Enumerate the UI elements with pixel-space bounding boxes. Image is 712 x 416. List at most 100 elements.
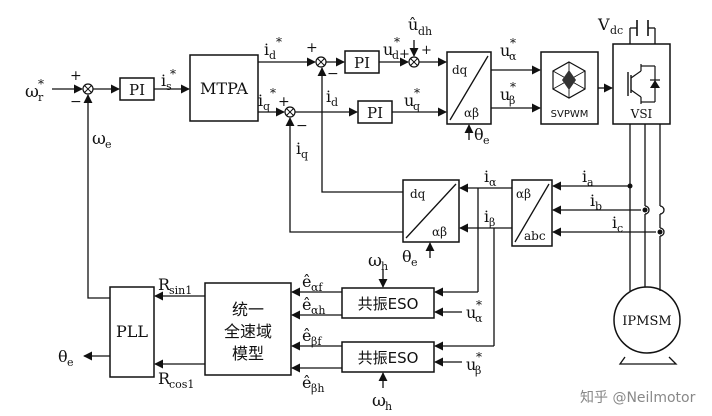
svg-text:e: e — [105, 138, 112, 151]
svg-text:i: i — [264, 40, 269, 59]
svg-text:û: û — [408, 15, 418, 34]
svg-text:h: h — [385, 400, 392, 413]
label-r-cos: R cos1 — [158, 369, 194, 391]
label-ubeta-ref: u β * — [500, 80, 516, 107]
svg-text:a: a — [587, 176, 594, 189]
sign-ud-plus: + — [399, 47, 410, 62]
watermark-text: 知乎 @Neilmotor — [580, 389, 696, 406]
svg-text:R: R — [158, 275, 171, 294]
inverse-park-ab: αβ — [464, 106, 479, 120]
svg-text:*: * — [38, 77, 44, 91]
label-ic: i c — [612, 213, 623, 235]
ipmsm-label: IPMSM — [622, 314, 671, 329]
svg-text:c: c — [617, 222, 623, 235]
svg-text:ê: ê — [302, 373, 311, 392]
sign-d-minus: − — [327, 66, 339, 82]
svg-text:u: u — [383, 40, 393, 59]
svg-text:i: i — [484, 207, 489, 226]
label-ualpha-eso: u α * — [466, 298, 483, 325]
wire-omega-e-feedback — [83, 94, 110, 299]
label-omega-r-ref: ω r * — [25, 77, 44, 104]
label-id-feedback: i d — [326, 87, 338, 109]
label-theta-park: θ e — [402, 247, 418, 269]
label-ia: i a — [582, 167, 594, 189]
junction-ib — [642, 207, 648, 213]
svg-text:i: i — [161, 71, 166, 90]
label-e-beta-h: ê βh — [302, 373, 324, 395]
label-e-beta-f: ê βf — [302, 326, 322, 348]
svg-text:βf: βf — [311, 335, 322, 348]
svg-text:*: * — [270, 86, 276, 100]
svg-text:i: i — [484, 167, 489, 186]
sign-q-minus: − — [296, 118, 308, 134]
svg-text:dh: dh — [418, 25, 432, 38]
sign-speed-plus: + — [70, 68, 82, 84]
svg-text:αh: αh — [311, 304, 326, 317]
svg-text:*: * — [510, 80, 516, 94]
svg-text:*: * — [170, 67, 176, 81]
svg-text:θ: θ — [58, 347, 68, 366]
dc-capacitor-icon — [629, 20, 656, 44]
pi-q-block: PI — [357, 100, 393, 124]
mtpa-label: MTPA — [200, 79, 248, 98]
svg-text:i: i — [258, 91, 263, 110]
svg-text:e: e — [483, 134, 490, 147]
pi-d-label: PI — [354, 54, 370, 72]
svg-text:*: * — [394, 35, 400, 49]
svg-text:*: * — [276, 35, 282, 49]
svg-text:u: u — [500, 41, 510, 60]
vsi-label: VSI — [630, 107, 653, 121]
unified-model-block: 统一 全速域 模型 — [204, 282, 292, 376]
svg-text:V: V — [597, 15, 610, 34]
model-line2: 全速域 — [224, 322, 272, 341]
svg-text:β: β — [489, 216, 495, 229]
svg-text:ê: ê — [302, 326, 311, 345]
label-uq-ref: u q * — [404, 86, 420, 113]
svg-text:β: β — [475, 364, 481, 377]
svpwm-hexagon-icon — [552, 61, 586, 99]
wire-id-feedback — [317, 67, 403, 193]
svg-text:ê: ê — [302, 272, 311, 291]
eso-beta-block: 共振ESO — [341, 341, 435, 373]
pi-q-label: PI — [367, 104, 383, 122]
park-block: dq αβ — [402, 179, 460, 243]
svg-text:r: r — [38, 91, 44, 104]
label-iq-ref: i q * — [258, 86, 276, 113]
svg-text:αf: αf — [311, 281, 323, 294]
svg-text:α: α — [475, 312, 483, 325]
sign-q-plus: + — [278, 94, 290, 110]
svg-text:i: i — [582, 167, 587, 186]
svg-text:α: α — [489, 176, 497, 189]
svg-text:d: d — [269, 49, 276, 62]
svg-text:i: i — [296, 139, 301, 158]
model-line3: 模型 — [232, 344, 264, 363]
wire-iq-feedback — [285, 117, 403, 233]
sign-d-plus: + — [306, 40, 318, 56]
igbt-icon — [627, 64, 660, 104]
sum-d — [315, 56, 327, 68]
pi-d-block: PI — [344, 50, 380, 74]
svg-text:ω: ω — [25, 82, 39, 102]
sum-ud — [408, 56, 420, 68]
sign-udh-plus: + — [421, 43, 432, 58]
svg-text:dc: dc — [610, 24, 623, 37]
sign-speed-minus: − — [70, 94, 82, 110]
label-iq-feedback: i q — [296, 139, 308, 161]
svg-text:*: * — [476, 350, 482, 364]
label-omega-h-top: ω h — [368, 251, 388, 273]
svg-text:*: * — [476, 298, 482, 312]
model-line1: 统一 — [232, 300, 264, 319]
park-dq: dq — [410, 187, 426, 201]
label-ualpha-ref: u α * — [500, 36, 517, 63]
label-udh: û dh — [408, 15, 432, 38]
pi-speed-block: PI — [119, 77, 155, 101]
svg-text:ê: ê — [302, 295, 311, 314]
svg-text:ω: ω — [372, 391, 386, 411]
clarke-ab: αβ — [516, 187, 531, 201]
wire-phase-c-hop — [659, 205, 665, 215]
label-vdc: V dc — [597, 15, 623, 37]
svg-text:i: i — [590, 191, 595, 210]
svg-text:q: q — [301, 148, 308, 161]
inverse-park-block: dq αβ — [446, 51, 492, 125]
svg-text:α: α — [509, 50, 517, 63]
